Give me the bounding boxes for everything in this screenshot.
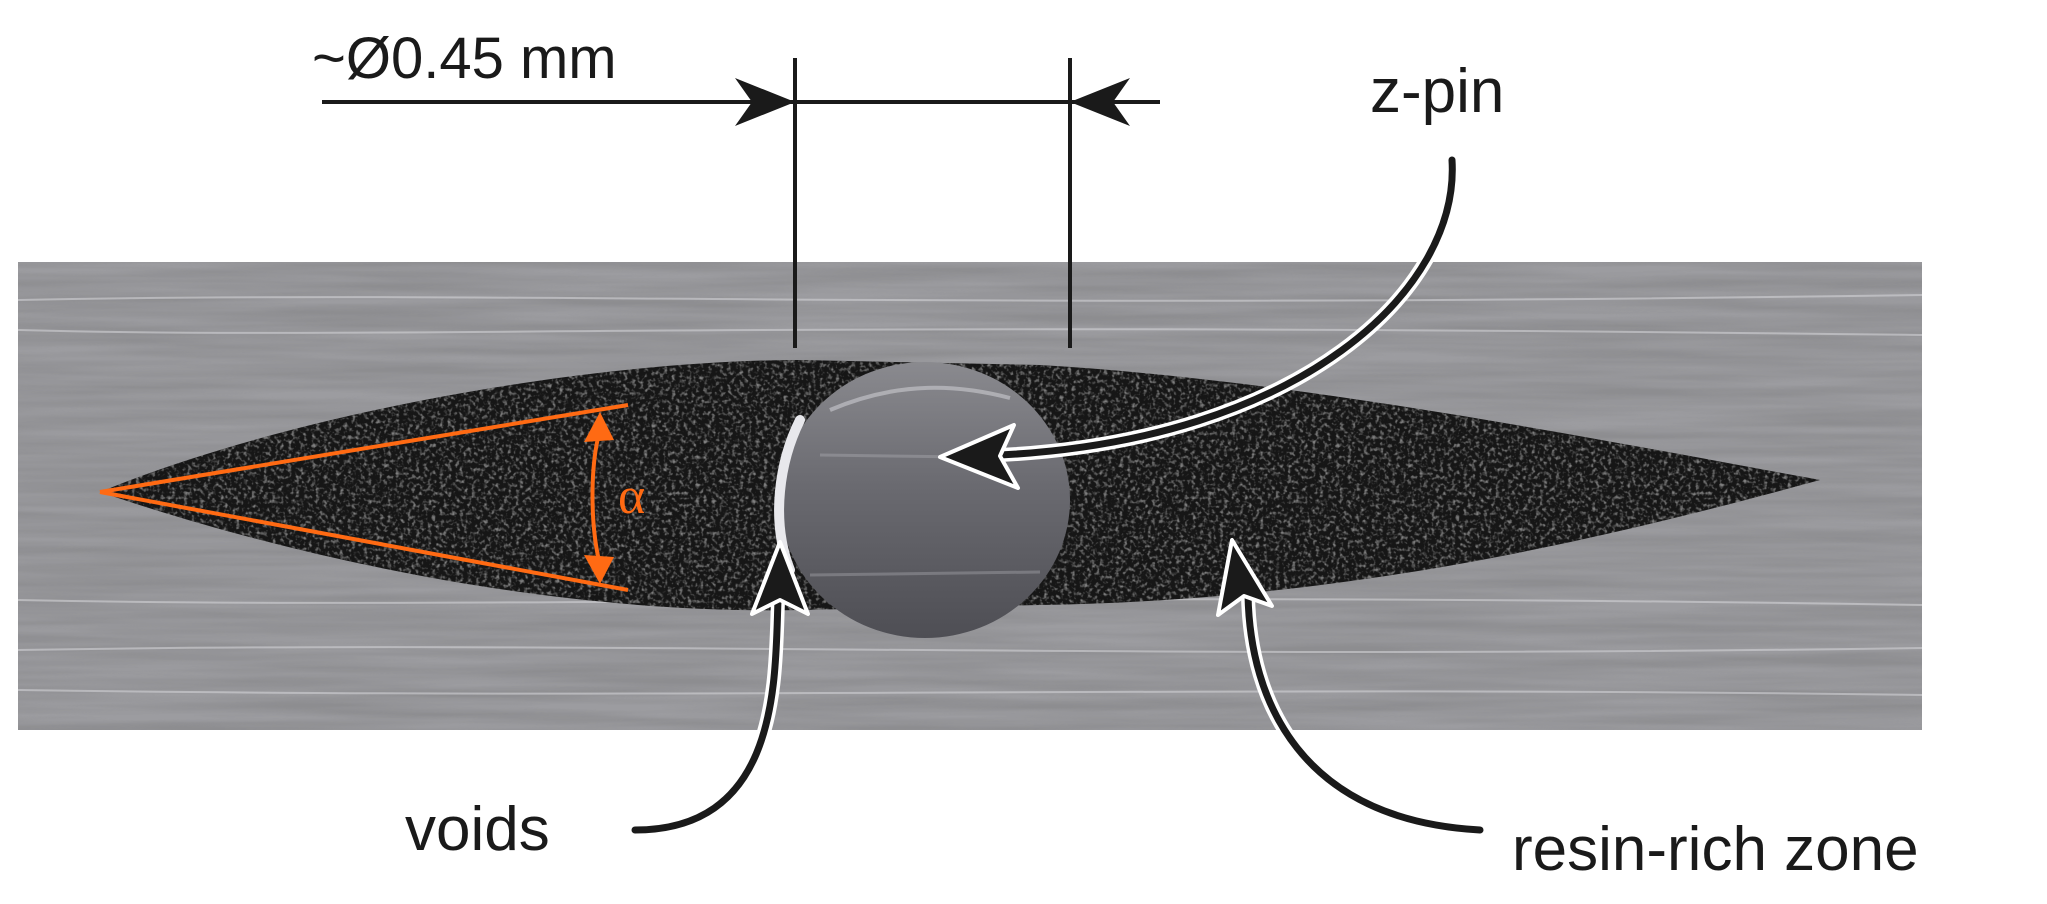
angle-line-lower xyxy=(99,490,629,592)
diameter-dimension xyxy=(322,58,1160,348)
resin-zone-label: resin-rich zone xyxy=(1512,815,1919,884)
resin-zone-callout-arrowhead xyxy=(1216,538,1274,617)
voids-callout-arrowhead xyxy=(750,540,810,616)
z-pin-cross-section xyxy=(780,362,1070,638)
voids-callout: voids xyxy=(405,540,810,864)
dimension-arrowhead-right xyxy=(1070,78,1130,126)
zpin-callout-arrowhead xyxy=(938,423,1020,490)
angle-arrowhead-bottom xyxy=(584,555,614,584)
angle-annotation: α xyxy=(99,403,645,592)
resin-zone-callout: resin-rich zone xyxy=(1216,538,1919,884)
z-pin-texture-line-2 xyxy=(809,570,1041,577)
angle-line-upper xyxy=(99,403,629,494)
zpin-label: z-pin xyxy=(1370,57,1504,126)
angle-arrowhead-top xyxy=(584,412,614,442)
zpin-callout: z-pin xyxy=(938,57,1504,490)
micrograph-image xyxy=(17,262,1923,730)
diameter-label: ~Ø0.45 mm xyxy=(312,26,617,91)
z-pin-edge-highlight-2 xyxy=(829,385,1011,412)
angle-symbol: α xyxy=(618,468,645,525)
dimension-arrowhead-left xyxy=(735,78,795,126)
voids-label: voids xyxy=(405,795,550,864)
angle-arc xyxy=(590,429,602,566)
